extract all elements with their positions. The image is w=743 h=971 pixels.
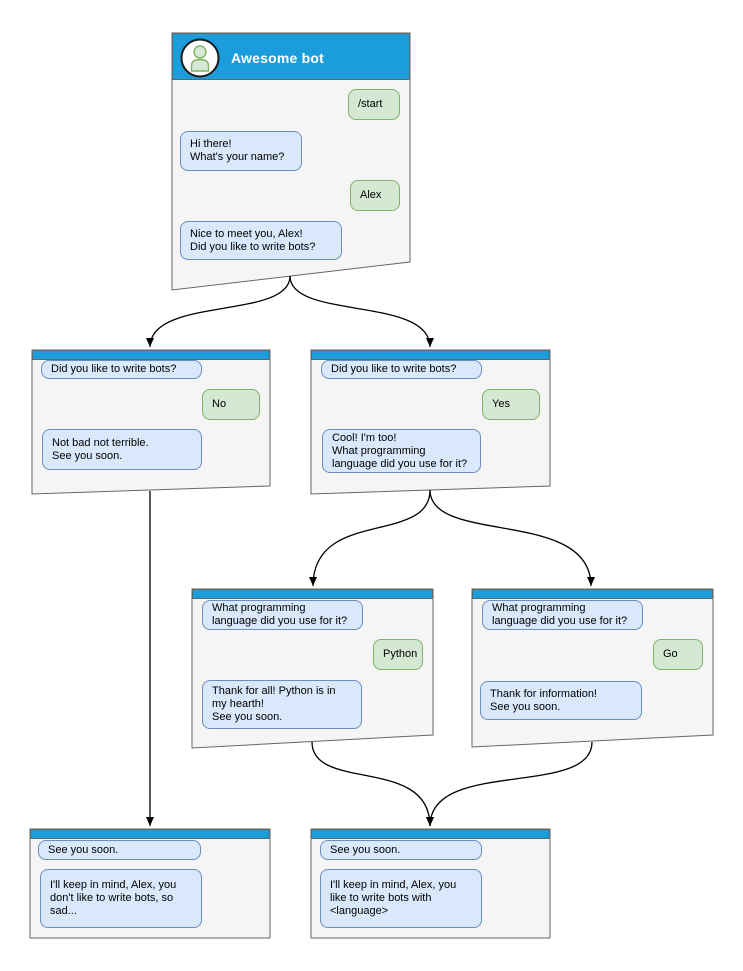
chat-window-root: Awesome bot /start Hi there! What's your… [172, 33, 410, 290]
bot-message-bubble: I'll keep in mind, Alex, you like to wri… [320, 869, 482, 928]
bot-message-bubble: Not bad not terrible. See you soon. [42, 429, 202, 470]
bot-message-bubble: What programming language did you use fo… [482, 600, 643, 630]
bot-message-bubble: Hi there! What's your name? [180, 131, 302, 171]
user-message-bubble: Alex [350, 180, 400, 211]
bot-message-bubble: I'll keep in mind, Alex, you don't like … [40, 869, 202, 928]
chat-window-final-lang: See you soon. I'll keep in mind, Alex, y… [311, 829, 550, 938]
bot-message-bubble: Did you like to write bots? [321, 360, 482, 379]
connector-yes-to-python [309, 489, 431, 587]
bot-message-bubble: What programming language did you use fo… [202, 600, 363, 630]
chat-window-root-header: Awesome bot [172, 33, 410, 80]
chat-window-branch-no: Did you like to write bots? No Not bad n… [32, 350, 270, 494]
user-message-bubble: Python [373, 639, 423, 670]
connector-root-to-yes [289, 275, 434, 348]
connector-go-to-final [426, 741, 593, 827]
connector-root-to-no [146, 275, 291, 348]
bot-message-bubble: See you soon. [38, 840, 201, 860]
bot-message-bubble: Did you like to write bots? [41, 360, 202, 379]
user-message-bubble: Yes [482, 389, 540, 420]
chat-window-branch-yes: Did you like to write bots? Yes Cool! I'… [311, 350, 550, 494]
bot-message-bubble: Thank for information! See you soon. [480, 681, 642, 720]
user-message-bubble: /start [348, 89, 400, 120]
connector-yes-to-go [429, 489, 595, 587]
chat-window-branch-go-header [472, 589, 713, 599]
connector-python-to-final [311, 741, 434, 827]
chat-window-branch-yes-header [311, 350, 550, 360]
chat-window-branch-no-header [32, 350, 270, 360]
chat-window-final-no: See you soon. I'll keep in mind, Alex, y… [30, 829, 270, 938]
bot-name-title: Awesome bot [231, 49, 324, 66]
bot-message-bubble: Cool! I'm too! What programming language… [322, 429, 481, 473]
chat-window-branch-python-header [192, 589, 433, 599]
user-message-bubble: No [202, 389, 260, 420]
chat-window-final-lang-header [311, 829, 550, 839]
bot-message-bubble: Thank for all! Python is in my hearth! S… [202, 680, 362, 729]
bot-message-bubble: Nice to meet you, Alex! Did you like to … [180, 221, 342, 260]
chat-window-final-no-header [30, 829, 270, 839]
chat-window-branch-go: What programming language did you use fo… [472, 589, 713, 747]
user-message-bubble: Go [653, 639, 703, 670]
bot-message-bubble: See you soon. [320, 840, 482, 860]
chat-window-branch-python: What programming language did you use fo… [192, 589, 433, 748]
bot-avatar-icon [180, 38, 220, 78]
